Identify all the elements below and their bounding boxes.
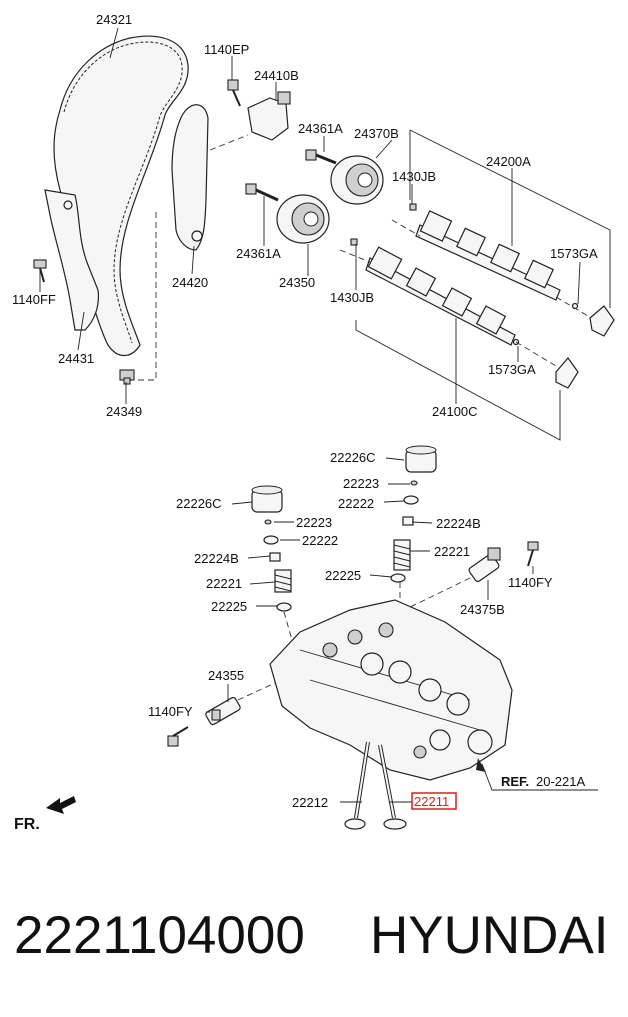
label-1140fy-right: 1140FY xyxy=(508,575,553,590)
label-22223-right: 22223 xyxy=(343,476,379,491)
label-24370b: 24370B xyxy=(354,126,399,141)
cap-1573ga-top xyxy=(589,305,615,337)
label-22226c-left: 22226C xyxy=(176,496,222,511)
valve-22212 xyxy=(344,741,370,830)
ocv-axis xyxy=(399,577,471,613)
label-24361a-mid: 24361A xyxy=(236,246,281,261)
tensioner-arm xyxy=(44,189,100,331)
tappet-22226c-left xyxy=(251,485,283,513)
label-24361a-top: 24361A xyxy=(298,121,343,136)
label-24321: 24321 xyxy=(96,12,132,27)
spring-seat-22225-right xyxy=(390,573,406,583)
valve-22211 xyxy=(378,744,407,830)
label-24431: 24431 xyxy=(58,351,94,366)
label-22222-right: 22222 xyxy=(338,496,374,511)
bolt-24361a-top xyxy=(305,149,337,165)
label-1573ga-bot: 1573GA xyxy=(488,362,536,377)
valve-axis-left xyxy=(283,611,293,641)
label-1140ff: 1140FF xyxy=(12,292,56,307)
chain-tensioner-24410b xyxy=(227,79,291,141)
label-1430jb-top: 1430JB xyxy=(392,169,436,184)
valve-seal-22224b-right xyxy=(402,516,414,526)
label-24375b: 24375B xyxy=(460,602,505,617)
label-22223-left: 22223 xyxy=(296,515,332,530)
label-22225-left: 22225 xyxy=(211,599,247,614)
leader-lines xyxy=(39,27,598,803)
retainer-22222-left xyxy=(263,535,279,545)
label-24200a: 24200A xyxy=(486,154,531,169)
front-indicator: FR. xyxy=(14,796,76,833)
label-1140fy-left: 1140FY xyxy=(148,704,193,719)
valve-seal-22224b-left xyxy=(269,552,281,562)
exploded-parts-diagram: 24321 1140EP 24410B 24361A 24370B 1430JB… xyxy=(12,12,615,833)
bolt-24361a-mid xyxy=(245,183,279,202)
bolt-1140fy-left xyxy=(167,726,189,747)
bolt-1140fy-right xyxy=(527,541,539,567)
label-1140ep: 1140EP xyxy=(204,42,249,57)
label-24350: 24350 xyxy=(279,275,315,290)
label-22224b-left: 22224B xyxy=(194,551,239,566)
sensor-24355 xyxy=(205,696,241,726)
tensioner-bolt-24349 xyxy=(119,369,135,385)
retainer-lock-22223-right xyxy=(410,480,418,486)
label-1573ga-top: 1573GA xyxy=(550,246,598,261)
alignment-lines-top xyxy=(138,134,589,381)
label-24355: 24355 xyxy=(208,668,244,683)
label-24349: 24349 xyxy=(106,404,142,419)
cam-sprocket-24350 xyxy=(276,194,330,244)
label-22226c-right: 22226C xyxy=(330,450,376,465)
label-22225-right: 22225 xyxy=(325,568,361,583)
camshaft-frame xyxy=(355,129,611,441)
front-arrow-icon xyxy=(46,796,76,814)
part-labels: 24321 1140EP 24410B 24361A 24370B 1430JB… xyxy=(12,12,598,810)
label-24420: 24420 xyxy=(172,275,208,290)
part-number: 2221104000 xyxy=(14,906,305,965)
label-22221-left: 22221 xyxy=(206,576,242,591)
retainer-lock-22223-left xyxy=(264,519,272,525)
valve-spring-22221-right xyxy=(393,539,411,571)
label-22212: 22212 xyxy=(292,795,328,810)
label-24100c: 24100C xyxy=(432,404,478,419)
chain-guide xyxy=(171,104,209,251)
cap-1573ga-bot xyxy=(555,357,579,389)
label-22211-highlighted: 22211 xyxy=(414,794,449,809)
ref-value: 20-221A xyxy=(536,774,585,789)
brand-name: HYUNDAI xyxy=(370,906,609,965)
camshaft-24100c xyxy=(365,246,516,346)
valve-spring-22221-left xyxy=(274,569,292,593)
label-22224b-right: 22224B xyxy=(436,516,481,531)
label-24410b: 24410B xyxy=(254,68,299,83)
retainer-22222-right xyxy=(403,495,419,505)
label-22221-right: 22221 xyxy=(434,544,470,559)
front-label: FR. xyxy=(14,816,40,833)
tappet-22226c-right xyxy=(405,445,437,473)
spring-seat-22225-left xyxy=(276,602,292,612)
cam-sprocket-24370b xyxy=(330,155,384,205)
label-22222-left: 22222 xyxy=(302,533,338,548)
highlight-box-22211 xyxy=(411,792,457,810)
ref-prefix: REF. xyxy=(501,774,529,789)
camshaft-24200a xyxy=(415,210,561,301)
label-1430jb-mid: 1430JB xyxy=(330,290,374,305)
cylinder-head xyxy=(269,599,513,781)
ocv-24375b xyxy=(468,547,501,583)
